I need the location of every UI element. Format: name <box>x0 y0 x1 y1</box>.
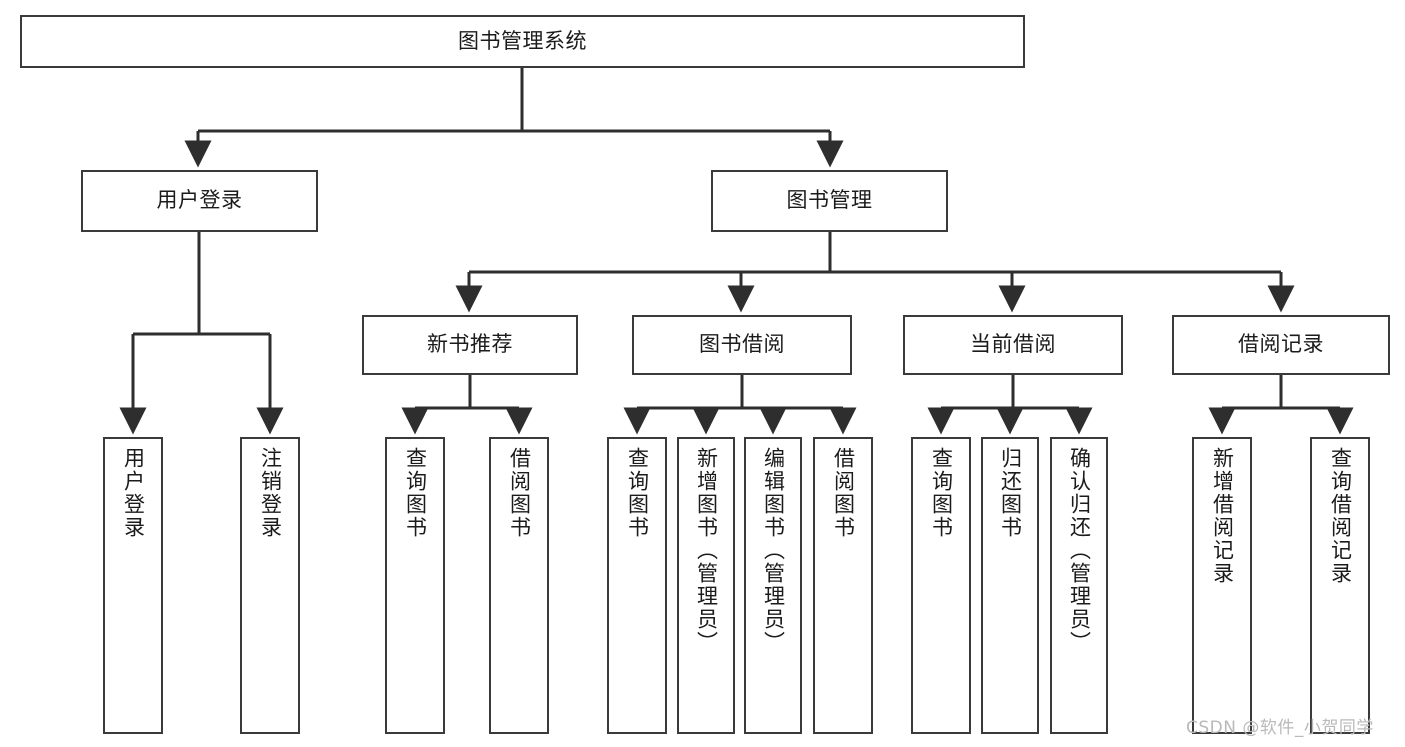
leaf-user-login-login[interactable]: 用户登录 <box>103 437 163 734</box>
node-borrow-record[interactable]: 借阅记录 <box>1172 315 1390 375</box>
leaf-new-book-query-book[interactable]: 查询图书 <box>385 437 445 734</box>
node-new-book-recommend-label: 新书推荐 <box>427 332 513 357</box>
leaf-label: 查询图书 <box>929 447 954 539</box>
leaf-new-book-borrow-book[interactable]: 借阅图书 <box>489 437 549 734</box>
leaf-label: 查询图书 <box>625 447 650 539</box>
node-new-book-recommend[interactable]: 新书推荐 <box>362 315 578 375</box>
leaf-label: 新增图书（管理员） <box>694 447 719 654</box>
node-borrow-record-label: 借阅记录 <box>1238 332 1324 357</box>
node-book-borrow[interactable]: 图书借阅 <box>632 315 852 375</box>
leaf-current-borrow-return-book[interactable]: 归还图书 <box>981 437 1039 734</box>
node-book-management[interactable]: 图书管理 <box>711 170 948 232</box>
node-root-label: 图书管理系统 <box>458 28 587 53</box>
leaf-label: 借阅图书 <box>507 447 532 539</box>
leaf-label: 新增借阅记录 <box>1210 447 1235 585</box>
leaf-label: 用户登录 <box>121 447 146 539</box>
leaf-current-borrow-query-book[interactable]: 查询图书 <box>911 437 971 734</box>
leaf-label: 查询图书 <box>403 447 428 539</box>
leaf-book-borrow-borrow-book[interactable]: 借阅图书 <box>813 437 873 734</box>
leaf-book-borrow-add-book[interactable]: 新增图书（管理员） <box>677 437 735 734</box>
leaf-label: 编辑图书（管理员） <box>761 447 786 654</box>
leaf-borrow-record-add-record[interactable]: 新增借阅记录 <box>1192 437 1252 734</box>
leaf-label: 查询借阅记录 <box>1328 447 1353 585</box>
node-book-borrow-label: 图书借阅 <box>699 332 785 357</box>
leaf-borrow-record-query-record[interactable]: 查询借阅记录 <box>1310 437 1370 734</box>
node-current-borrow-label: 当前借阅 <box>970 332 1056 357</box>
node-root[interactable]: 图书管理系统 <box>20 15 1025 68</box>
leaf-label: 借阅图书 <box>831 447 856 539</box>
leaf-label: 归还图书 <box>998 447 1023 539</box>
leaf-current-borrow-confirm-return[interactable]: 确认归还（管理员） <box>1050 437 1108 734</box>
node-book-management-label: 图书管理 <box>786 188 873 213</box>
node-user-login-label: 用户登录 <box>156 188 243 213</box>
leaf-book-borrow-edit-book[interactable]: 编辑图书（管理员） <box>744 437 802 734</box>
node-user-login[interactable]: 用户登录 <box>81 170 318 232</box>
leaf-user-login-logout[interactable]: 注销登录 <box>240 437 300 734</box>
csdn-watermark: CSDN @软件_小贺同学 <box>1186 718 1374 738</box>
leaf-label: 注销登录 <box>258 447 283 539</box>
node-current-borrow[interactable]: 当前借阅 <box>903 315 1123 375</box>
leaf-label: 确认归还（管理员） <box>1067 447 1092 654</box>
leaf-book-borrow-query-book[interactable]: 查询图书 <box>607 437 667 734</box>
